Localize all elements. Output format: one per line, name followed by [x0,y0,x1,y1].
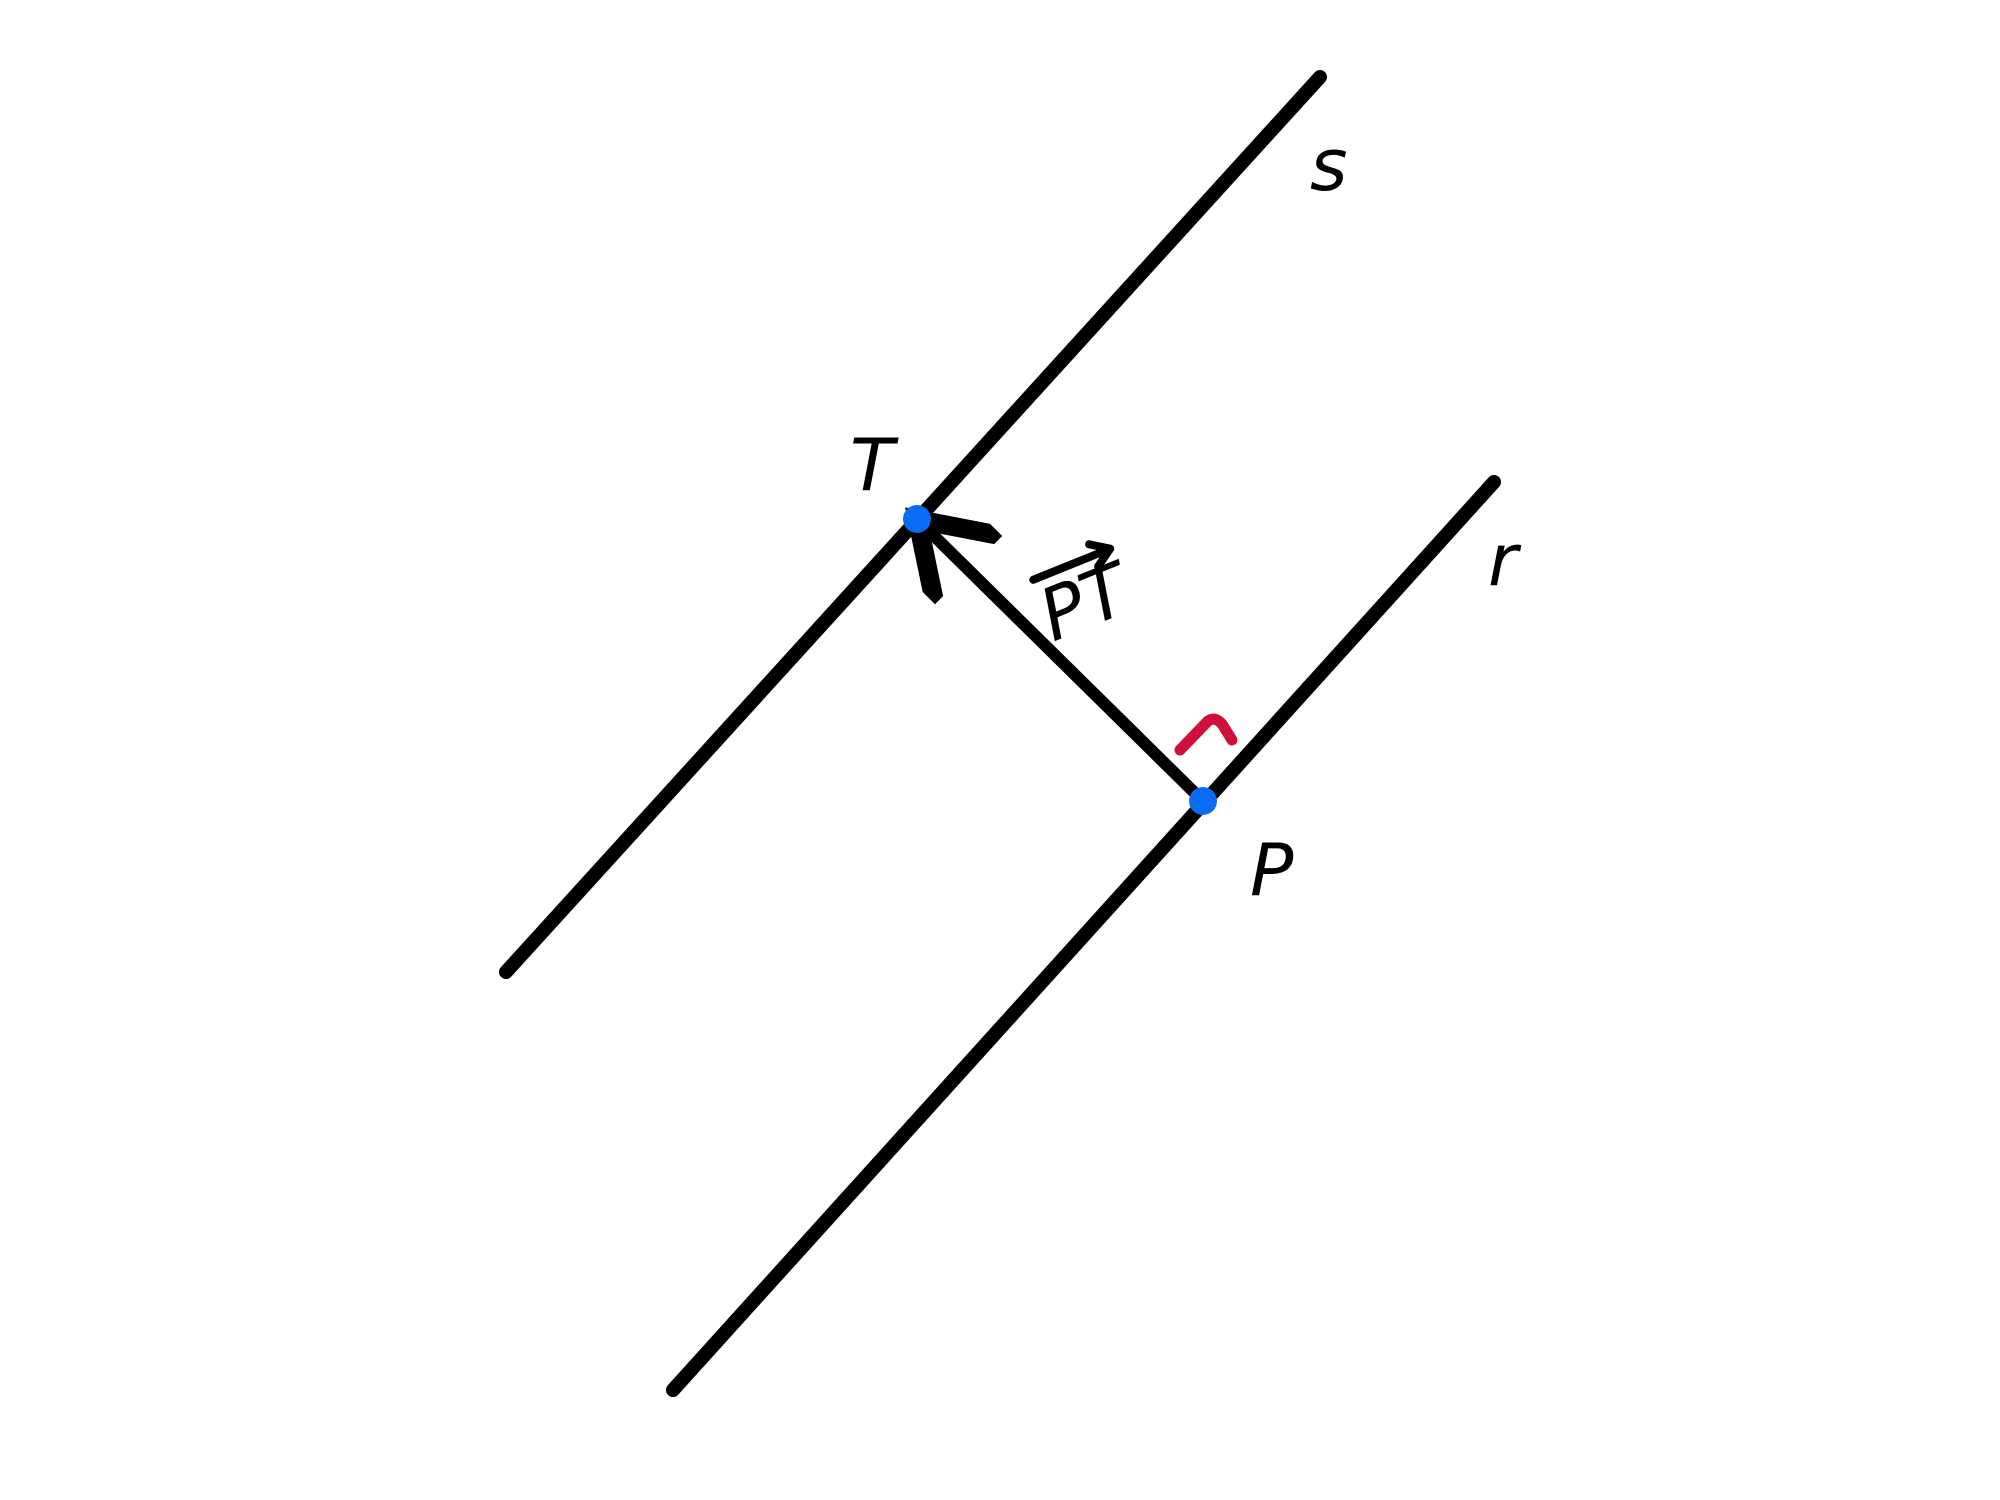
point-t[interactable] [903,505,931,533]
vector-arrow-icon [1029,540,1115,584]
vector-pt [926,528,1209,807]
label-s: s [1310,123,1348,207]
line-r [666,475,1501,1397]
label-p: P [1250,828,1294,912]
label-t: T [850,423,899,507]
right-angle-mark [1174,713,1238,756]
label-r: r [1488,518,1522,602]
point-p[interactable] [1189,787,1217,815]
